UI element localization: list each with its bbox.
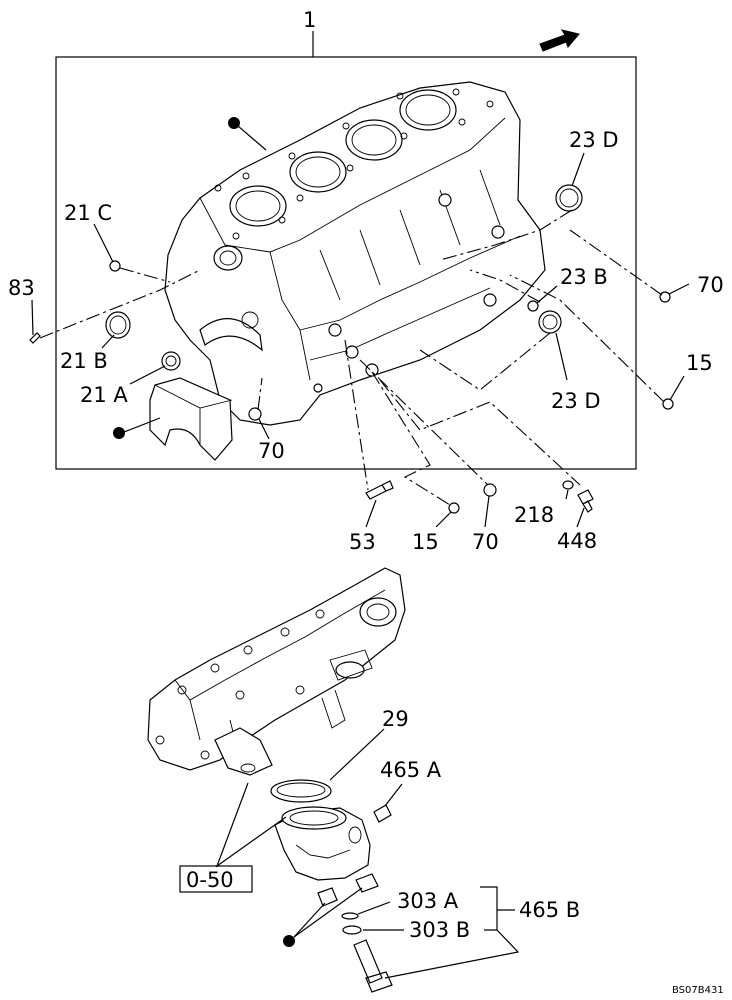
plug-21a bbox=[161, 351, 181, 371]
pin-83 bbox=[29, 332, 41, 344]
bearing-cap bbox=[149, 377, 233, 461]
bolt-448 bbox=[577, 489, 594, 513]
drain-plug-left bbox=[317, 887, 338, 907]
callout-23d-top: 23 D bbox=[569, 128, 619, 152]
plug-465a bbox=[373, 804, 392, 823]
plug-70-right bbox=[659, 291, 671, 303]
callout-23d-bottom: 23 D bbox=[551, 389, 601, 413]
callout-70-bottom: 70 bbox=[472, 530, 499, 554]
callout-70-right: 70 bbox=[697, 273, 724, 297]
o-ring-303b bbox=[342, 925, 362, 935]
cylinder-block-frame bbox=[55, 56, 637, 470]
plug-15-bottom bbox=[448, 502, 460, 514]
callout-23b: 23 B bbox=[560, 265, 608, 289]
callout-21c: 21 C bbox=[64, 201, 112, 225]
front-direction-arrow-icon bbox=[539, 29, 580, 52]
callout-15-right: 15 bbox=[686, 351, 713, 375]
callout-303a: 303 A bbox=[397, 889, 459, 913]
callout-0-50: 0-50 bbox=[186, 868, 234, 892]
callout-15-bottom: 15 bbox=[412, 530, 439, 554]
drawing-code: BS07B431 bbox=[672, 985, 724, 996]
plug-70-bottom bbox=[483, 483, 497, 497]
union-bolt-465b bbox=[353, 939, 393, 993]
reference-dot-plugs bbox=[283, 935, 295, 947]
callout-465a: 465 A bbox=[380, 758, 442, 782]
callout-465b: 465 B bbox=[519, 898, 580, 922]
o-ring-303a bbox=[341, 912, 359, 920]
callout-218: 218 bbox=[514, 503, 554, 527]
bolt-53 bbox=[365, 480, 394, 500]
gasket-29 bbox=[270, 779, 332, 803]
callout-21b: 21 B bbox=[60, 349, 108, 373]
plug-70-box bbox=[248, 407, 262, 421]
reference-dot-block bbox=[228, 117, 240, 129]
washer-218 bbox=[562, 480, 574, 490]
callout-83: 83 bbox=[8, 276, 35, 300]
callout-70-box: 70 bbox=[258, 439, 285, 463]
callout-53: 53 bbox=[349, 530, 376, 554]
reference-box-0-50 bbox=[179, 865, 253, 893]
drain-plug-right bbox=[355, 873, 379, 893]
callout-303b: 303 B bbox=[409, 918, 470, 942]
cylinder-block bbox=[164, 81, 546, 426]
callout-21a: 21 A bbox=[80, 383, 128, 407]
callout-1: 1 bbox=[303, 8, 316, 32]
callout-448: 448 bbox=[557, 529, 597, 553]
reference-dot-cap bbox=[113, 427, 125, 439]
plug-21c bbox=[109, 260, 121, 272]
callout-29: 29 bbox=[382, 707, 409, 731]
plug-23b bbox=[527, 300, 539, 312]
seal-ring-23d-bottom bbox=[538, 310, 562, 334]
plug-15-right bbox=[662, 398, 674, 410]
thermostat-housing bbox=[274, 806, 371, 881]
pump-housing bbox=[147, 567, 406, 776]
